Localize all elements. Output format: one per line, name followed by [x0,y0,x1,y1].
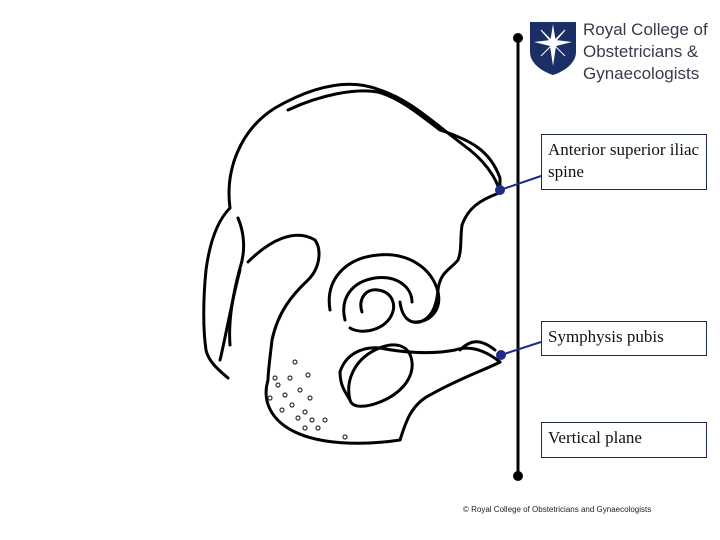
stipple-marks [267,359,348,440]
pubis-point [496,350,506,360]
pelvis-outline [202,82,502,445]
vertical-plane-bottom-cap [513,471,523,481]
label-symphysis-pubis: Symphysis pubis [541,321,707,356]
vertical-plane-top-cap [513,33,523,43]
star-shield-icon [530,22,576,75]
asis-pointer [499,175,542,191]
label-vertical-plane: Vertical plane [541,422,707,458]
org-name: Royal College of Obstetricians & Gynaeco… [583,20,708,83]
copyright-notice: © Royal College of Obstetricians and Gyn… [463,505,652,514]
label-anterior-superior-iliac-spine: Anterior superior iliac spine [541,134,707,190]
vertical-plane [513,33,523,481]
asis-point [495,185,505,195]
pointers [495,175,542,360]
pubis-pointer [500,341,542,356]
